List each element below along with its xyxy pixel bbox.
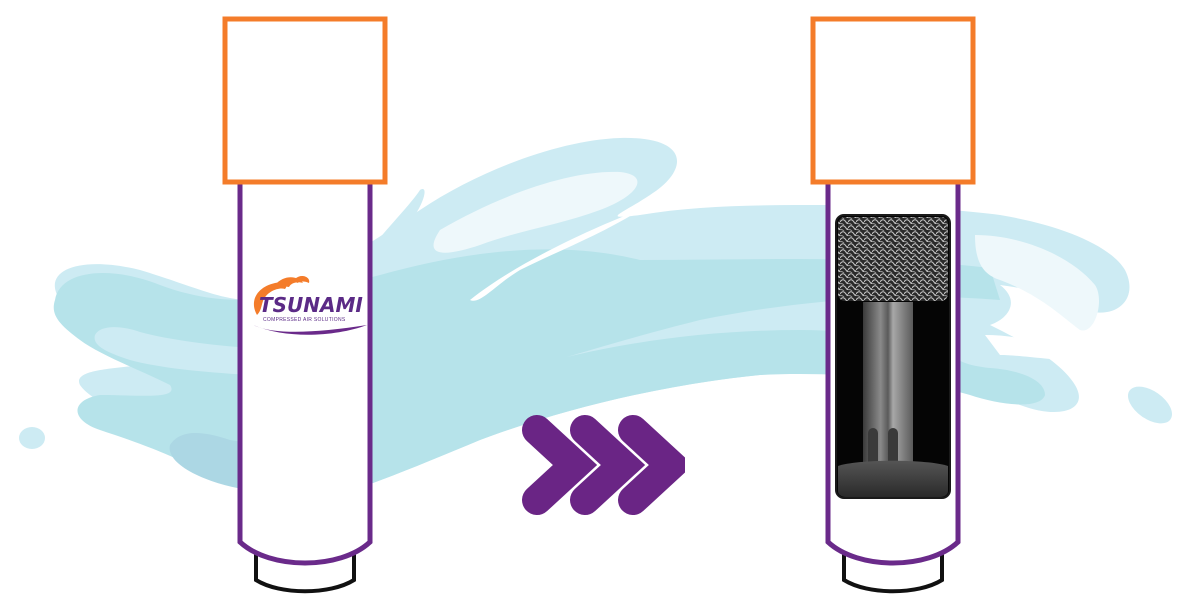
splash-highlight-right — [975, 235, 1100, 331]
splash-small-arm — [374, 189, 425, 245]
chevron-1 — [522, 415, 598, 515]
chevron-2 — [570, 415, 646, 515]
logo-brand-text: TSUNAMI — [259, 293, 363, 317]
housing-outline — [237, 183, 373, 566]
triple-chevron-right-icon — [522, 415, 685, 515]
splash-drop-left — [19, 427, 45, 449]
head-cap — [810, 16, 976, 185]
base-plate — [838, 460, 948, 497]
right-filter-housing-shape — [810, 16, 976, 594]
tsunami-logo: TSUNAMI COMPRESSED AIR SOLUTIONS — [245, 273, 370, 343]
logo-tagline-text: COMPRESSED AIR SOLUTIONS — [263, 317, 346, 323]
head-cap — [222, 16, 388, 185]
chevron-3 — [618, 415, 685, 515]
wave-swoosh-icon — [253, 276, 367, 335]
right-filter-unit — [808, 15, 978, 595]
splash-highlight — [433, 171, 638, 253]
left-filter-housing-shape — [222, 16, 388, 594]
splash-gap-2 — [985, 335, 1070, 360]
splash-light-left — [94, 327, 250, 375]
mesh-demister-pad — [838, 217, 948, 301]
splash-drop-right — [1128, 386, 1172, 424]
left-filter-unit: TSUNAMI COMPRESSED AIR SOLUTIONS — [220, 15, 390, 595]
splash-gap-1 — [470, 210, 640, 301]
